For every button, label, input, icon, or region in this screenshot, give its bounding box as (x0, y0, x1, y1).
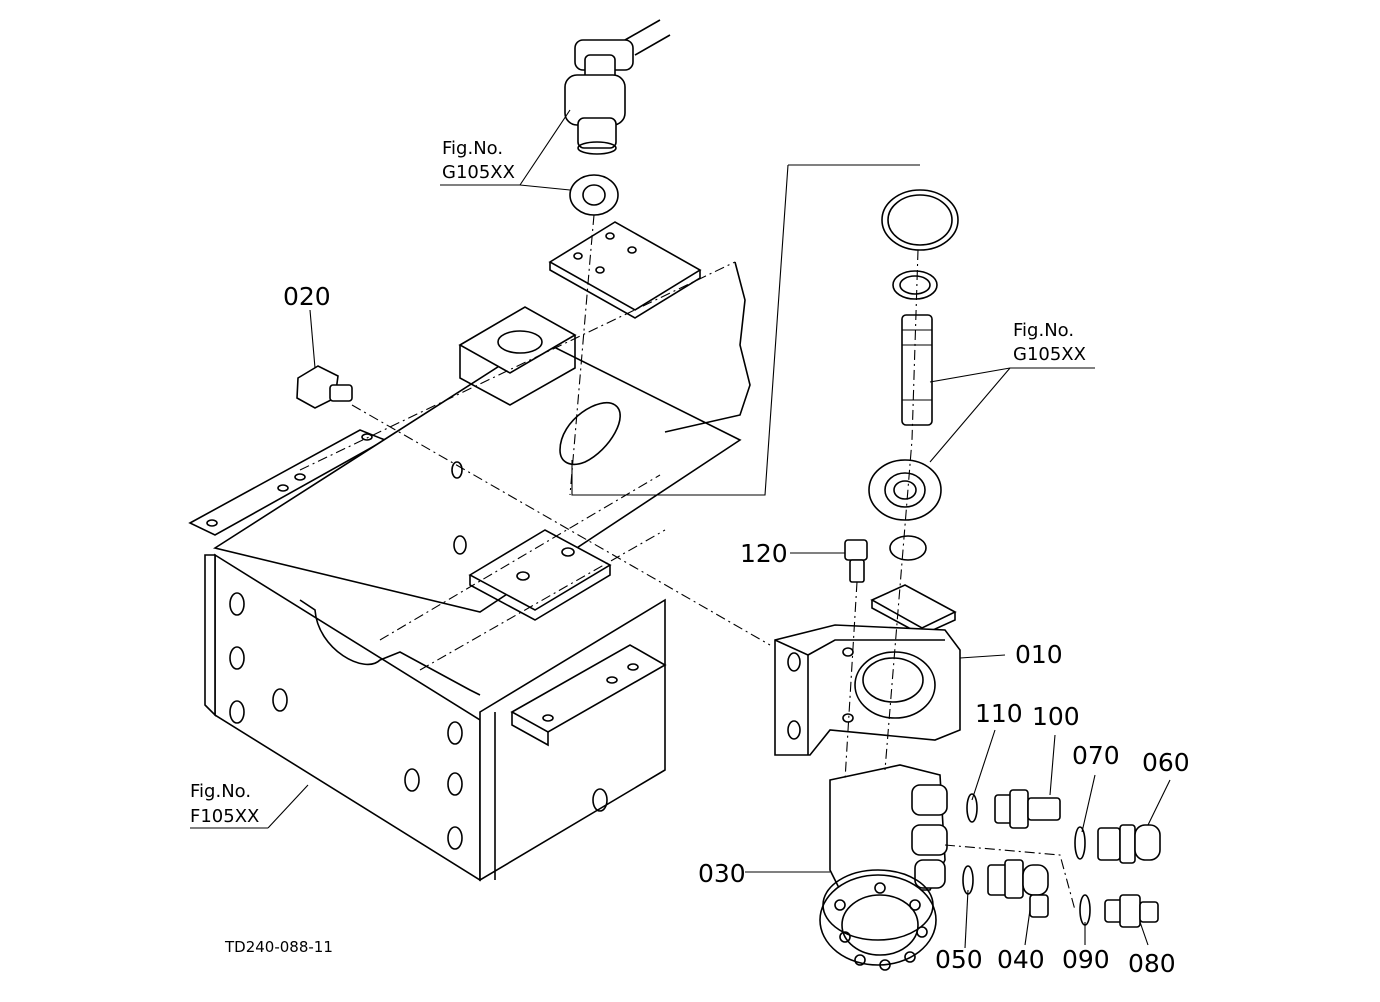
part-label-010: 010 (1015, 640, 1063, 669)
part-label-120: 120 (740, 539, 788, 568)
fig-ref-line1: Fig.No. (442, 138, 503, 159)
drawing-code: TD240-088-11 (224, 938, 333, 956)
figure-ref-steering-column: Fig.No. G105XX (442, 138, 515, 183)
part-label-090: 090 (1062, 945, 1110, 974)
part-label-040: 040 (997, 945, 1045, 974)
front-frame-drawing (188, 221, 751, 882)
power-steering-unit-030 (819, 764, 948, 971)
fig-ref-line2: G105XX (442, 162, 515, 183)
fig-ref-line1: Fig.No. (190, 781, 251, 802)
figure-ref-steering-shaft: Fig.No. G105XX (1013, 320, 1086, 365)
part-label-100: 100 (1032, 702, 1080, 731)
part-label-020: 020 (283, 282, 331, 311)
part-label-070: 070 (1072, 741, 1120, 770)
mounting-bracket-010 (774, 624, 961, 756)
part-label-060: 060 (1142, 748, 1190, 777)
part-label-030: 030 (698, 859, 746, 888)
fig-ref-line2: F105XX (190, 806, 259, 827)
assembly-center-lines (351, 214, 1076, 911)
fig-ref-line1: Fig.No. (1013, 320, 1074, 341)
part-label-050: 050 (935, 945, 983, 974)
part-label-080: 080 (1128, 949, 1176, 978)
steering-column-joint (564, 19, 671, 216)
leader-lines (190, 109, 1171, 949)
part-label-110: 110 (975, 699, 1023, 728)
fig-ref-line2: G105XX (1013, 344, 1086, 365)
figure-ref-frame: Fig.No. F105XX (190, 781, 259, 827)
fittings-and-orings (296, 365, 1161, 928)
steering-shaft-assembly (571, 164, 959, 636)
